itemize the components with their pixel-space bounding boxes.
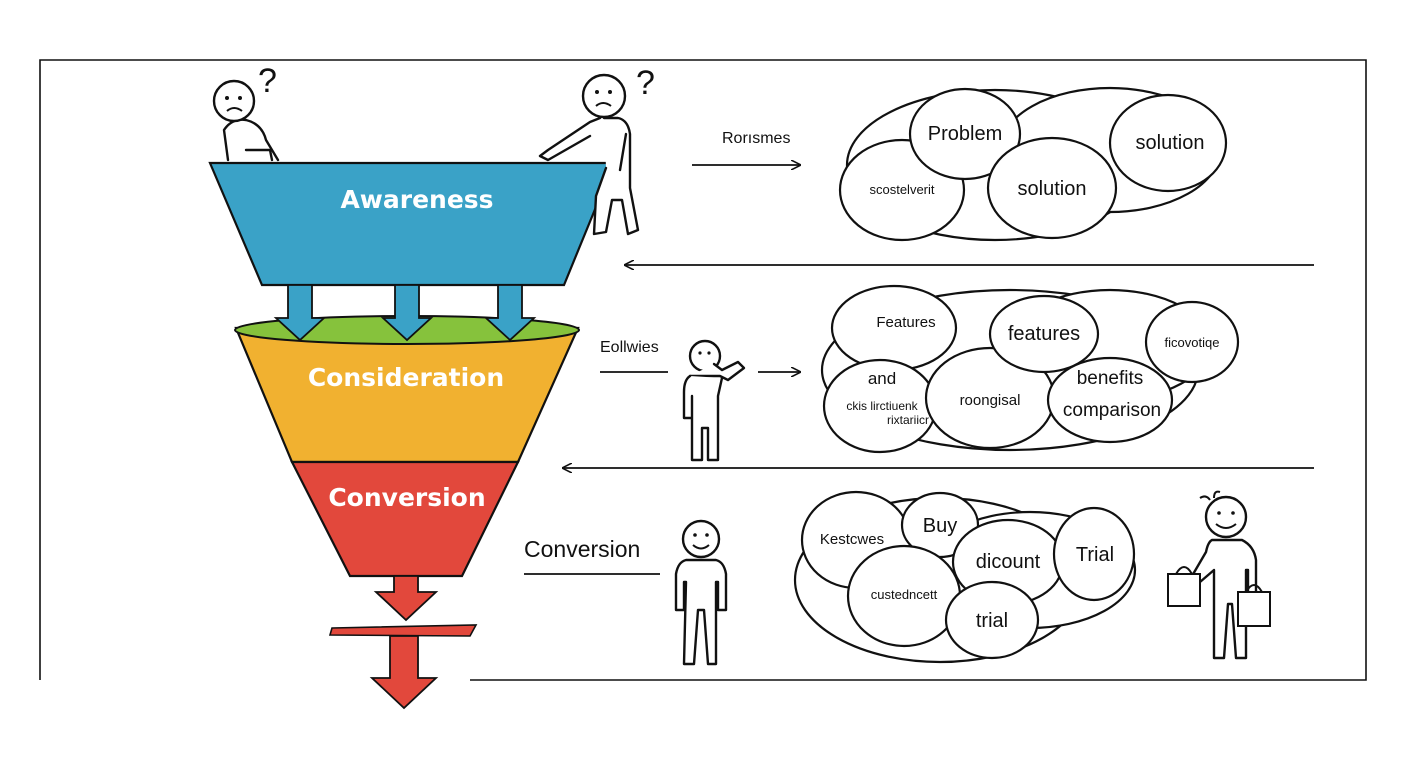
- conversion-side-label: Conversion: [524, 536, 640, 562]
- consideration-bubble-features-left: Features: [876, 314, 935, 331]
- happy-shopper-icon: [1167, 490, 1271, 660]
- confused-person-icon: [212, 79, 280, 162]
- conversion-bubble-cluster: Kestcwes Buy Trial dicount custedncett t…: [793, 490, 1137, 664]
- funnel-stage-conversion: [290, 460, 520, 578]
- stage-label-awareness: Awareness: [340, 185, 493, 214]
- consideration-bubble-features: features: [1008, 323, 1080, 345]
- confused-person-icon: [538, 73, 640, 236]
- consideration-bubble-ckis: ckis lirctiuenk: [846, 399, 918, 413]
- question-mark-icon: ?: [636, 64, 655, 102]
- stage-label-consideration: Consideration: [308, 363, 504, 392]
- consideration-bubble-comparison: comparison: [1063, 400, 1161, 421]
- conversion-bubble-custedncett: custedncett: [871, 587, 938, 602]
- thinking-person-icon: [682, 339, 746, 462]
- consideration-bubble-benefits: benefits: [1077, 368, 1144, 389]
- smiling-person-icon: [674, 519, 728, 666]
- conversion-bubble-trial-right: Trial: [1076, 544, 1114, 566]
- consideration-bubble-rixtariicr: rixtariicr: [887, 413, 929, 427]
- question-mark-icon: ?: [258, 62, 277, 100]
- funnel-stage-awareness: [208, 161, 616, 287]
- conversion-down-arrow-2: [369, 635, 439, 710]
- conversion-bubble-kestcwes: Kestcwes: [820, 531, 884, 548]
- awareness-bubble-scostelverit: scostelverit: [869, 182, 934, 197]
- conversion-bubble-buy: Buy: [923, 515, 957, 537]
- awareness-bubble-solution-right: solution: [1136, 132, 1205, 154]
- awareness-side-label: Rorısmes: [722, 130, 790, 147]
- conversion-down-arrow-1: [373, 575, 439, 622]
- shopping-bag-icon: [1167, 566, 1201, 607]
- conversion-bubble-dicount: dicount: [976, 551, 1041, 573]
- awareness-bubble-solution-center: solution: [1018, 178, 1087, 200]
- awareness-down-arrows: [273, 284, 537, 342]
- awareness-bubble-cluster: Problem solution solution scostelverit: [838, 86, 1228, 242]
- consideration-bubble-and: and: [868, 369, 896, 388]
- consideration-side-label: Eollwies: [600, 339, 659, 356]
- stage-label-conversion: Conversion: [328, 483, 485, 512]
- funnel-stage-consideration: [234, 326, 580, 464]
- awareness-bubble-problem: Problem: [928, 123, 1002, 145]
- consideration-bubble-cluster: Features features ficovotiqe and ckis li…: [820, 284, 1240, 454]
- consideration-bubble-ficovotiqe: ficovotiqe: [1165, 335, 1220, 350]
- funnel: Awareness Consideration Conversion: [208, 161, 616, 710]
- diagram-frame: [39, 59, 1367, 681]
- consideration-bubble-roongisal: roongisal: [960, 392, 1021, 409]
- conversion-bubble-trial: trial: [976, 610, 1008, 632]
- conversion-platform: [328, 624, 478, 637]
- shopping-bag-icon: [1237, 584, 1271, 627]
